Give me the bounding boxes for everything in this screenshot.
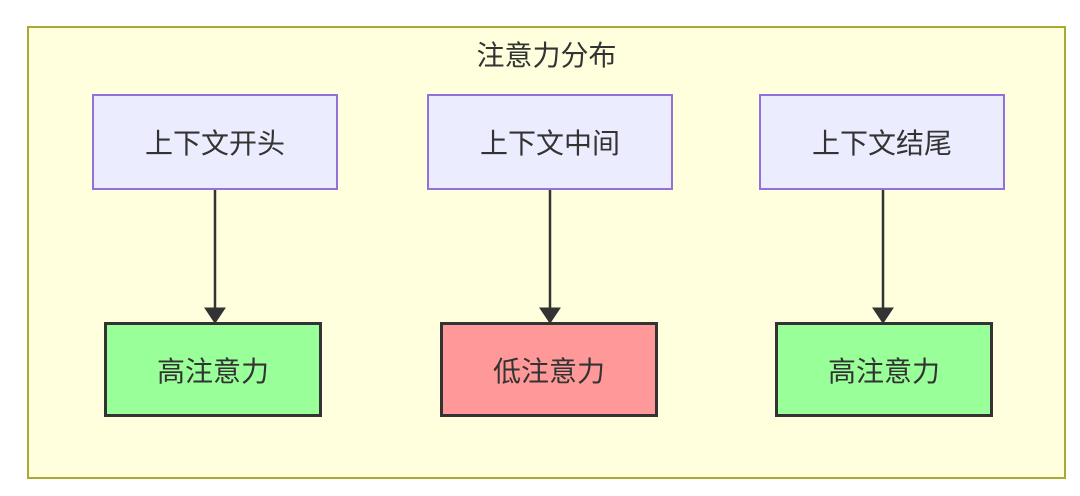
node-context-middle-label: 上下文中间 — [479, 127, 620, 160]
arrow-down-icon — [539, 190, 561, 324]
diagram-title: 注意力分布 — [476, 39, 617, 72]
node-low-attention-middle-label: 低注意力 — [492, 354, 605, 388]
arrow-down-icon — [204, 190, 226, 324]
node-high-attention-left: 高注意力 — [104, 322, 322, 417]
node-high-attention-right: 高注意力 — [775, 322, 993, 417]
node-context-middle: 上下文中间 — [427, 94, 673, 190]
node-context-beginning-label: 上下文开头 — [144, 127, 285, 160]
node-high-attention-right-label: 高注意力 — [827, 354, 940, 388]
arrow-down-icon — [872, 190, 894, 324]
node-context-beginning: 上下文开头 — [92, 94, 338, 190]
node-low-attention-middle: 低注意力 — [440, 322, 658, 417]
node-context-end: 上下文结尾 — [759, 94, 1005, 190]
node-context-end-label: 上下文结尾 — [811, 127, 952, 160]
attention-distribution-container: 注意力分布 上下文开头 上下文中间 上下文结尾 高注意力 低注意力 — [27, 26, 1066, 479]
node-high-attention-left-label: 高注意力 — [156, 354, 269, 388]
